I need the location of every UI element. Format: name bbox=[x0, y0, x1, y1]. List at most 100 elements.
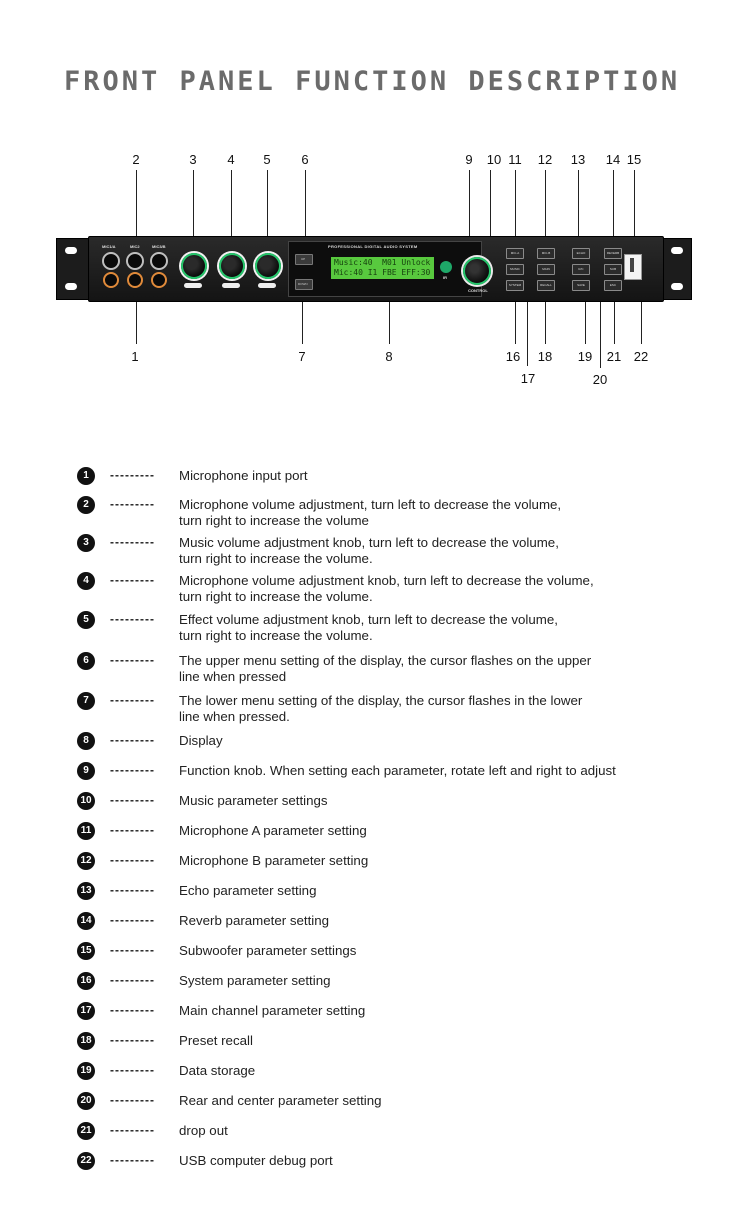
legend-number-badge: 16 bbox=[77, 972, 95, 990]
legend-dashes: --------- bbox=[110, 1063, 155, 1077]
legend-description: drop out bbox=[179, 1123, 228, 1138]
legend-number-badge: 1 bbox=[77, 467, 95, 485]
mic-volume-knob[interactable] bbox=[219, 253, 245, 279]
legend-number-badge: 5 bbox=[77, 611, 95, 629]
legend-dashes: --------- bbox=[110, 535, 155, 549]
reverb-button[interactable]: REVERB bbox=[604, 248, 622, 259]
knob-label-plate bbox=[222, 283, 240, 288]
legend-description: Microphone volume adjustment, turn left … bbox=[179, 497, 562, 528]
legend-number-badge: 10 bbox=[77, 792, 95, 810]
legend-description: Microphone volume adjustment knob, turn … bbox=[179, 573, 594, 604]
legend-dashes: --------- bbox=[110, 1093, 155, 1107]
legend-description: Reverb parameter setting bbox=[179, 913, 330, 928]
legend-dashes: --------- bbox=[110, 468, 155, 482]
legend-dashes: --------- bbox=[110, 693, 155, 707]
legend-description: USB computer debug port bbox=[179, 1153, 333, 1168]
up-button-label: UP bbox=[301, 257, 306, 261]
legend-number-badge: 3 bbox=[77, 534, 95, 552]
mic-input-jack[interactable] bbox=[151, 272, 167, 288]
leader-line bbox=[231, 170, 232, 250]
mic-input-jack[interactable] bbox=[103, 272, 119, 288]
up-button[interactable]: UP bbox=[295, 254, 313, 265]
legend-description: Subwoofer parameter settings bbox=[179, 943, 357, 958]
knob-label-plate bbox=[184, 283, 202, 288]
mic-a-button[interactable]: MIC-A bbox=[506, 248, 524, 259]
page-title: FRONT PANEL FUNCTION DESCRIPTION bbox=[64, 66, 681, 97]
mic1-label: MIC1/A bbox=[102, 244, 116, 249]
leader-line bbox=[545, 170, 546, 248]
legend-dashes: --------- bbox=[110, 823, 155, 837]
main-button[interactable]: MAIN bbox=[537, 264, 555, 275]
mic-b-button[interactable]: MIC-B bbox=[537, 248, 555, 259]
mic-input-jack[interactable] bbox=[102, 252, 120, 270]
mic-input-jack[interactable] bbox=[126, 252, 144, 270]
rear-center-button[interactable]: R/C bbox=[572, 264, 590, 275]
music-button[interactable]: MUSIC bbox=[506, 264, 524, 275]
legend-number-badge: 12 bbox=[77, 852, 95, 870]
recall-button[interactable]: RECALL bbox=[537, 280, 555, 291]
legend-dashes: --------- bbox=[110, 883, 155, 897]
leader-line bbox=[469, 170, 470, 248]
down-button[interactable]: DOWN bbox=[295, 279, 313, 290]
callout-9: 9 bbox=[465, 152, 473, 167]
legend-dashes: --------- bbox=[110, 733, 155, 747]
leader-line bbox=[193, 170, 194, 250]
mount-slot bbox=[671, 247, 683, 254]
leader-line bbox=[267, 170, 268, 250]
legend-dashes: --------- bbox=[110, 1153, 155, 1167]
legend-description: Function knob. When setting each paramet… bbox=[179, 763, 616, 778]
lcd-header-text: PROFESSIONAL DIGITAL AUDIO SYSTEM bbox=[328, 244, 418, 249]
system-button[interactable]: SYSTEM bbox=[506, 280, 524, 291]
echo-button[interactable]: ECHO bbox=[572, 248, 590, 259]
legend-number-badge: 18 bbox=[77, 1032, 95, 1050]
callout-18: 18 bbox=[537, 349, 553, 364]
callout-7: 7 bbox=[298, 349, 306, 364]
effect-volume-knob[interactable] bbox=[255, 253, 281, 279]
mount-slot bbox=[65, 247, 77, 254]
leader-line bbox=[585, 290, 586, 344]
down-button-label: DOWN bbox=[298, 282, 308, 286]
legend-number-badge: 15 bbox=[77, 942, 95, 960]
legend-number-badge: 14 bbox=[77, 912, 95, 930]
legend-description: Effect volume adjustment knob, turn left… bbox=[179, 612, 558, 643]
sub-button[interactable]: SUB bbox=[604, 264, 622, 275]
mic-input-jack[interactable] bbox=[127, 272, 143, 288]
callout-2: 2 bbox=[132, 152, 140, 167]
esc-button[interactable]: ESC bbox=[604, 280, 622, 291]
legend-dashes: --------- bbox=[110, 653, 155, 667]
usb-slot bbox=[630, 258, 634, 272]
legend-number-badge: 20 bbox=[77, 1092, 95, 1110]
legend-description: Microphone A parameter setting bbox=[179, 823, 367, 838]
callout-13: 13 bbox=[570, 152, 586, 167]
legend-number-badge: 6 bbox=[77, 652, 95, 670]
leader-line bbox=[515, 170, 516, 248]
callout-3: 3 bbox=[189, 152, 197, 167]
legend-description: Display bbox=[179, 733, 223, 748]
function-control-knob[interactable] bbox=[463, 257, 491, 285]
legend-number-badge: 22 bbox=[77, 1152, 95, 1170]
legend-dashes: --------- bbox=[110, 763, 155, 777]
legend-dashes: --------- bbox=[110, 1003, 155, 1017]
legend-description: Music volume adjustment knob, turn left … bbox=[179, 535, 559, 566]
leader-line bbox=[136, 170, 137, 254]
save-button[interactable]: SAVE bbox=[572, 280, 590, 291]
legend-number-badge: 11 bbox=[77, 822, 95, 840]
legend-description: Data storage bbox=[179, 1063, 256, 1078]
legend-number-badge: 19 bbox=[77, 1062, 95, 1080]
leader-line bbox=[490, 170, 491, 254]
legend-description: Microphone input port bbox=[179, 468, 308, 483]
control-label: CONTROL bbox=[468, 288, 488, 293]
mic2-label: MIC2 bbox=[130, 244, 140, 249]
mount-slot bbox=[671, 283, 683, 290]
legend-number-badge: 17 bbox=[77, 1002, 95, 1020]
mic-input-jack[interactable] bbox=[150, 252, 168, 270]
music-volume-knob[interactable] bbox=[181, 253, 207, 279]
legend-description: Echo parameter setting bbox=[179, 883, 317, 898]
leader-line bbox=[389, 282, 390, 344]
lcd-line-2: Mic:40 I1 FBE EFF:30 bbox=[334, 268, 431, 277]
leader-line bbox=[305, 170, 306, 254]
legend-dashes: --------- bbox=[110, 1123, 155, 1137]
leader-line bbox=[578, 170, 579, 248]
leader-line bbox=[614, 290, 615, 344]
